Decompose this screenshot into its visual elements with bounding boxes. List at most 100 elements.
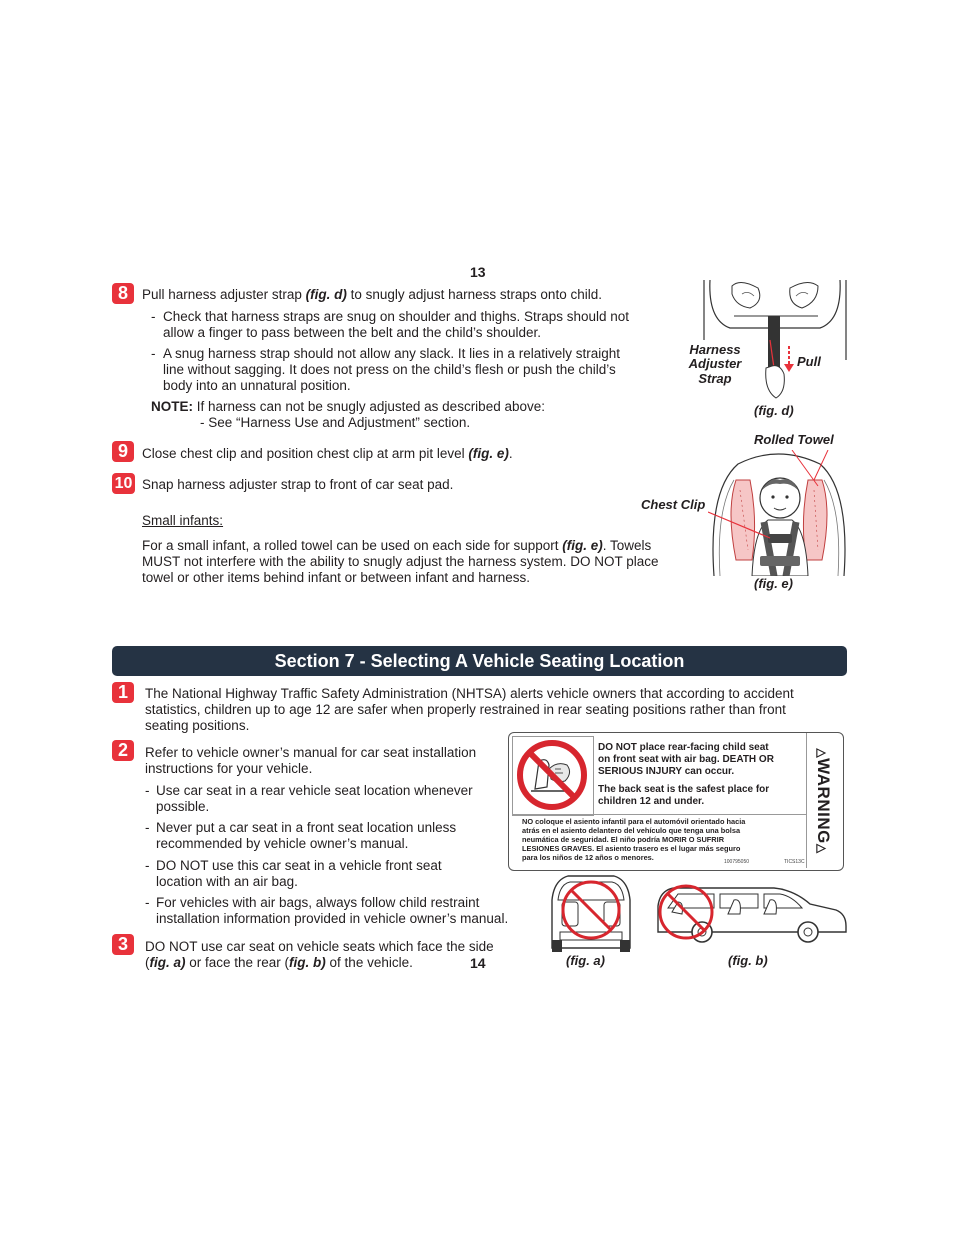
small-infants-heading: Small infants: [142,513,224,528]
step-9-text-b: . [508,446,513,461]
small-infants-line-2: MUST not interfere with the ability to s… [142,554,659,569]
step-10-badge: 10 [112,473,135,494]
section-7-bullet-3-line-1: DO NOT use this car seat in a vehicle fr… [156,858,442,873]
section-7-step-3-fig-a-ref: fig. a) [149,955,186,970]
step-8-fig-ref: (fig. d) [305,287,347,302]
section-7-step-1-line-1: The National Highway Traffic Safety Admi… [145,686,794,701]
section-7-bullet-2-line-2: recommended by vehicle owner’s manual. [156,836,409,851]
step-8-bullet-2: A snug harness strap should not allow an… [163,346,620,394]
warning-triangle-icon: △ [815,748,829,759]
section-7-step-3-line-2-b: or face the rear ( [185,955,290,970]
step-8-bullet-2-line-3: body into an unnatural position. [163,378,351,393]
warning-english-text: DO NOT place rear-facing child seat on f… [598,742,774,808]
warning-es-line-1: NO coloque el asiento infantil para el a… [522,817,746,826]
note-sub: - See “Harness Use and Adjustment” secti… [200,415,471,430]
step-8-bullet-2-line-2: line without sagging. It does not press … [163,362,616,377]
warning-en-line-5: children 12 and under. [598,796,705,807]
section-7-bullet-3-dash: - [145,858,150,873]
step-8-bullet-1-line-1: Check that harness straps are snug on sh… [163,309,630,324]
fig-a-caption: (fig. a) [566,953,605,968]
fig-e-illustration [708,450,846,576]
small-infants-line-1-a: For a small infant, a rolled towel can b… [142,538,563,553]
section-7-step-1-badge: 1 [112,682,134,703]
section-7-bullet-1-line-1: Use car seat in a rear vehicle seat loca… [156,783,473,798]
section-7-bullet-3: DO NOT use this car seat in a vehicle fr… [156,858,442,890]
section-7-step-3-line-2: (fig. a) or face the rear (fig. b) of th… [145,955,494,971]
section-7-step-3-line-2-c: of the vehicle. [325,955,413,970]
section-7-step-1-text: The National Highway Traffic Safety Admi… [145,686,794,734]
section-7-step-2-badge: 2 [112,740,134,761]
warning-word-panel: △WARNING△ [806,735,840,867]
warning-spanish-text: NO coloque el asiento infantil para el a… [522,817,745,862]
section-7-bullet-3-line-2: location with an air bag. [156,874,298,889]
warning-es-line-3: neumática de seguridad. El niño podría M… [522,835,725,844]
fig-b-caption: (fig. b) [728,953,768,968]
warning-divider [512,814,806,815]
note-text: If harness can not be snugly adjusted as… [196,399,545,414]
section-7-bullet-2: Never put a car seat in a front seat loc… [156,820,456,852]
step-8-badge: 8 [112,283,134,304]
step-8-note: NOTE: If harness can not be snugly adjus… [151,399,545,415]
step-8-bullet-2-dash: - [151,346,156,361]
step-8-bullet-1-line-2: allow a finger to pass between the belt … [163,325,541,340]
warning-en-line-2: on front seat with air bag. DEATH OR [598,754,774,765]
warning-en-line-1: DO NOT place rear-facing child seat [598,742,769,753]
fig-e-label-clip: Chest Clip [641,497,706,512]
step-8-bullet-1-dash: - [151,309,156,324]
page-number-13: 13 [470,264,486,280]
section-7-bullet-4: For vehicles with air bags, always follo… [156,895,508,927]
section-7-step-1-line-3: seating positions. [145,718,250,733]
section-7-step-2-line-1: Refer to vehicle owner’s manual for car … [145,745,477,760]
section-7-step-2-text: Refer to vehicle owner’s manual for car … [145,745,476,777]
section-7-banner: Section 7 - Selecting A Vehicle Seating … [112,646,847,676]
warning-word: △WARNING△ [813,748,833,853]
section-7-bullet-1-line-2: possible. [156,799,210,814]
section-7-step-3-text: DO NOT use car seat on vehicle seats whi… [145,939,494,971]
warning-es-line-2: atrás en el asiento delantero del vehícu… [522,826,741,835]
fig-b-vehicle-side-illustration [657,884,847,943]
fig-d-label-harness: Harness [689,342,741,357]
step-9-text-a: Close chest clip and position chest clip… [142,446,469,461]
note-label: NOTE: [151,399,193,414]
step-8-bullet-1: Check that harness straps are snug on sh… [163,309,629,341]
small-infants-fig-ref: (fig. e) [562,538,603,553]
small-infants-line-1-b: . Towels [602,538,652,553]
page-number-14: 14 [470,955,486,971]
warning-word-text: WARNING [814,758,833,844]
section-7-step-3-fig-b-ref: fig. b) [289,955,326,970]
small-infants-paragraph: For a small infant, a rolled towel can b… [142,538,658,586]
section-7-bullet-4-line-2: installation information provided in veh… [156,911,509,926]
step-9-badge: 9 [112,441,134,462]
warning-es-line-5: para los niños de 12 años o menores. [522,853,654,862]
section-7-step-3-line-1: DO NOT use car seat on vehicle seats whi… [145,939,494,954]
fig-a-vehicle-rear-illustration [551,875,631,952]
warning-en-line-3: SERIOUS INJURY can occur. [598,766,735,777]
section-7-bullet-2-line-1: Never put a car seat in a front seat loc… [156,820,457,835]
warning-code-right: TICS13C [784,859,805,865]
fig-d-label-adjuster: Adjuster [688,356,742,371]
step-8-text-b: to snugly adjust harness straps onto chi… [346,287,602,302]
step-10-text: Snap harness adjuster strap to front of … [142,477,454,492]
warning-word-divider [806,733,807,868]
step-8-text-a: Pull harness adjuster strap [142,287,306,302]
step-9-fig-ref: (fig. e) [468,446,509,461]
step-8-bullet-2-line-1: A snug harness strap should not allow an… [163,346,620,361]
warning-triangle-icon: △ [815,843,829,854]
warning-es-line-4: LESIONES GRAVES. El asiento trasero es e… [522,844,741,853]
no-rear-facing-seat-icon [517,740,587,810]
warning-pictogram-frame [512,736,594,816]
step-8-text: Pull harness adjuster strap (fig. d) to … [142,287,602,303]
section-7-step-3-line-2-a: ( [145,955,150,970]
section-7-bullet-1-dash: - [145,783,150,798]
section-7-bullet-4-dash: - [145,895,150,910]
fig-d-label-pull: Pull [797,354,821,369]
step-9-text: Close chest clip and position chest clip… [142,446,513,462]
warning-code-left: 100795050 [724,859,750,865]
section-7-bullet-1: Use car seat in a rear vehicle seat loca… [156,783,473,815]
fig-d-caption: (fig. d) [754,403,794,418]
fig-d-illustration [703,280,847,399]
fig-e-caption: (fig. e) [754,576,793,591]
fig-e-label-towel: Rolled Towel [754,432,834,447]
small-infants-line-1: For a small infant, a rolled towel can b… [142,538,658,554]
section-7-step-3-badge: 3 [112,934,134,955]
